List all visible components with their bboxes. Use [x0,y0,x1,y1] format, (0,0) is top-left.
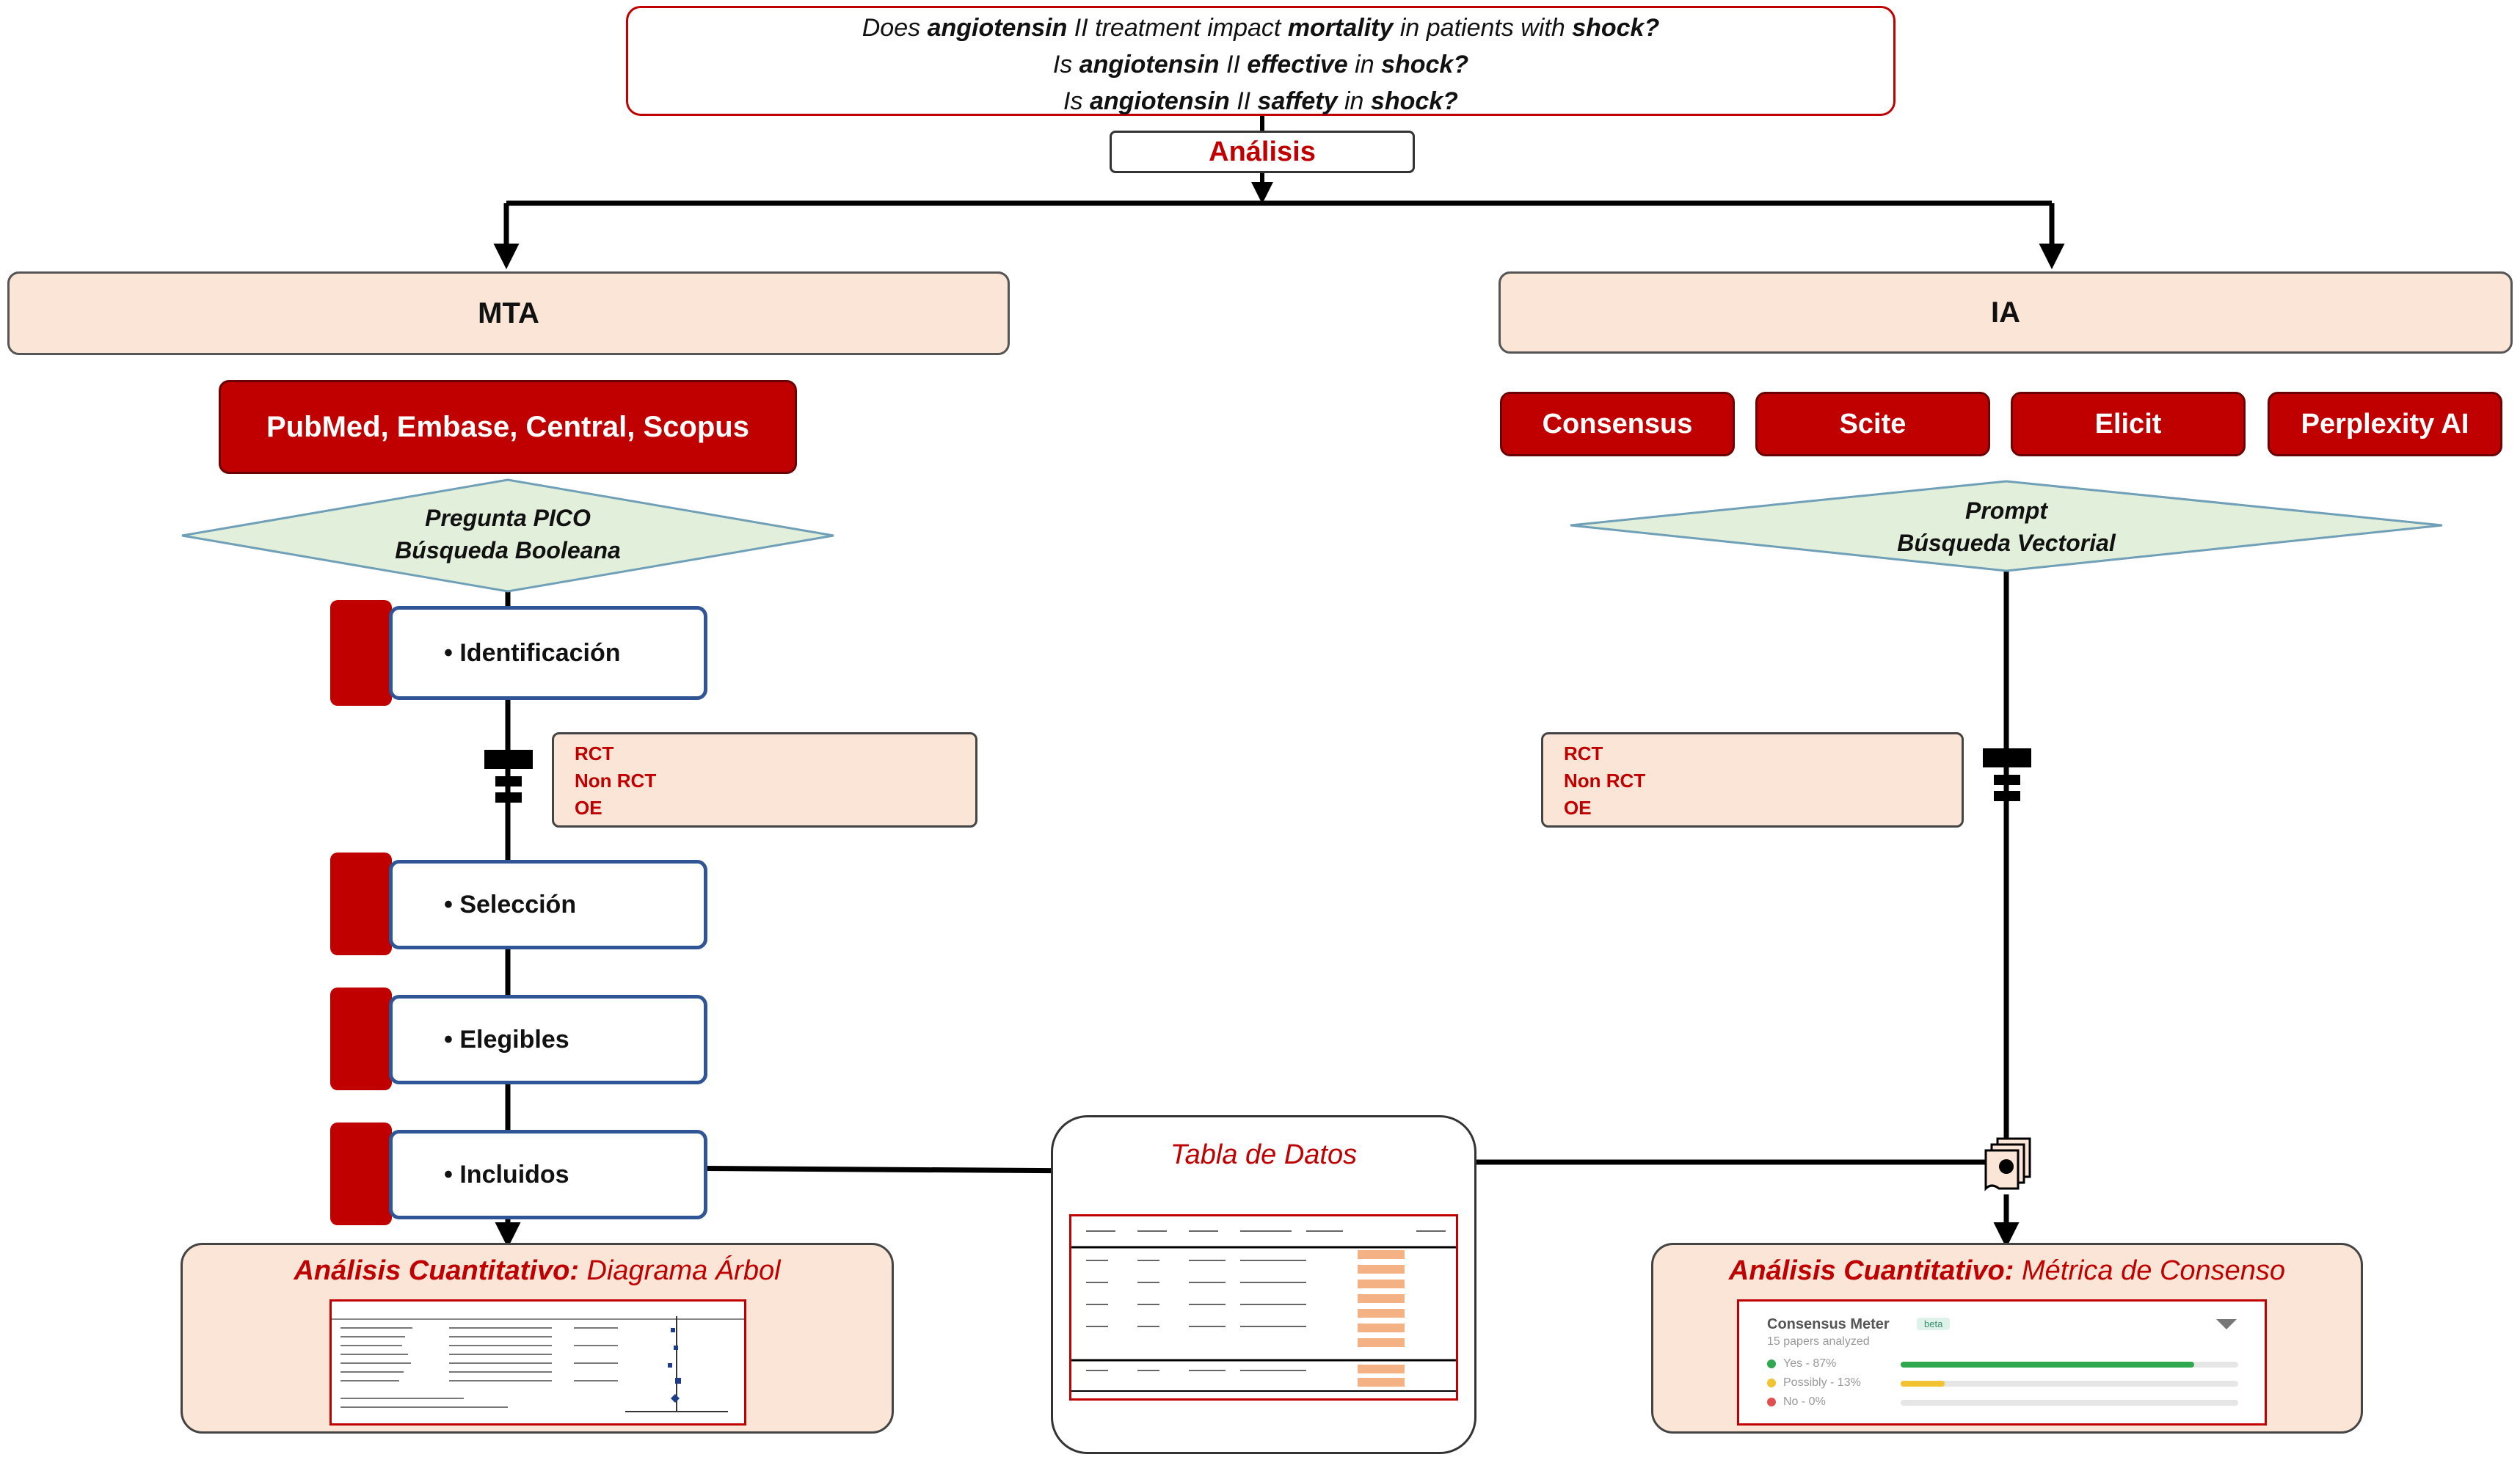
forest-plot-illustration [332,1316,744,1412]
consensus-bar-track [1901,1362,2238,1368]
consensus-row-label: Possibly - 13% [1783,1376,1861,1389]
incluidos-tab [330,1123,392,1225]
mta-strategy-line-2: Búsqueda Booleana [395,537,621,563]
ia-strategy-line-2: Búsqueda Vectorial [1897,530,2116,556]
tool-elicit-button[interactable]: Elicit [2011,392,2246,456]
step-seleccion[interactable]: • Selección [389,860,707,949]
consensus-bar-track [1901,1400,2238,1406]
status-dot-icon [1767,1378,1776,1387]
question-1: Does angiotensin II treatment impact mor… [862,14,1660,42]
status-dot-icon [1767,1397,1776,1406]
step-incluidos-label: • Incluidos [444,1161,569,1189]
consensus-row-2: No - 0% [1767,1395,1826,1409]
step-identificacion-label: • Identificación [444,639,621,667]
identificacion-tab [330,600,392,706]
mta-study-designs: RCT Non RCT OE [552,732,977,828]
analysis-box: Análisis [1110,131,1415,173]
ia-panel: IA [1498,271,2513,354]
consensus-meter-thumbnail: Consensus Meter beta 15 papers analyzed … [1737,1299,2267,1426]
data-table-box: Tabla de Datos [1051,1115,1476,1454]
forest-plot-thumbnail [329,1299,746,1426]
mta-design-oe: OE [575,797,602,819]
ia-design-rct: RCT [1564,742,1603,764]
data-table-title: Tabla de Datos [1170,1139,1358,1170]
ia-study-designs: RCT Non RCT OE [1541,732,1964,828]
mta-strategy-diamond [181,478,834,593]
tool-consensus-button[interactable]: Consensus [1500,392,1735,456]
consensus-row-0: Yes - 87% [1767,1357,1836,1370]
step-elegibles[interactable]: • Elegibles [389,995,707,1084]
mta-strategy-line-1: Pregunta PICO [425,505,591,531]
mta-panel: MTA [7,271,1010,355]
mta-result-box: Análisis Cuantitativo: Diagrama Árbol [181,1243,894,1434]
consensus-meter-badge: beta [1917,1318,1951,1330]
ia-design-non-rct: Non RCT [1564,770,1646,792]
ia-strategy-diamond [1570,480,2443,572]
data-table-illustration [1071,1230,1456,1392]
mta-strategy-label: Pregunta PICO Búsqueda Booleana [329,502,687,566]
seleccion-tab [330,853,392,955]
consensus-bar-fill [1901,1381,1945,1387]
ia-strategy-line-1: Prompt [1965,497,2047,524]
consensus-bar-fill [1901,1362,2195,1368]
consensus-row-label: Yes - 87% [1783,1357,1837,1370]
step-incluidos[interactable]: • Incluidos [389,1130,707,1219]
mta-result-title: Análisis Cuantitativo: Diagrama Árbol [294,1255,781,1286]
data-table-thumbnail [1069,1214,1458,1401]
ia-design-oe: OE [1564,797,1592,819]
consensus-meter-title: Consensus Meter [1767,1316,1890,1332]
consensus-meter-subtitle: 15 papers analyzed [1767,1335,1870,1348]
step-elegibles-label: • Elegibles [444,1026,569,1054]
tool-perplexity-button[interactable]: Perplexity AI [2268,392,2502,456]
ia-result-title: Análisis Cuantitativo: Métrica de Consen… [1728,1255,2286,1286]
consensus-row-1: Possibly - 13% [1767,1376,1861,1390]
question-3: Is angiotensin II saffety in shock? [1063,87,1458,115]
chevron-down-icon[interactable] [2216,1319,2237,1329]
consensus-bar-track [1901,1381,2238,1387]
ia-strategy-label: Prompt Búsqueda Vectorial [1827,494,2185,559]
databases-button[interactable]: PubMed, Embase, Central, Scopus [219,380,797,474]
ia-result-box: Análisis Cuantitativo: Métrica de Consen… [1651,1243,2363,1434]
status-dot-icon [1767,1359,1776,1368]
tool-scite-button[interactable]: Scite [1755,392,1990,456]
question-2: Is angiotensin II effective in shock? [1052,51,1469,79]
research-questions-box: Does angiotensin II treatment impact mor… [626,6,1896,116]
consensus-row-label: No - 0% [1783,1395,1826,1408]
step-seleccion-label: • Selección [444,891,577,919]
elegibles-tab [330,988,392,1090]
mta-design-non-rct: Non RCT [575,770,657,792]
mta-design-rct: RCT [575,742,614,764]
step-identificacion[interactable]: • Identificación [389,606,707,700]
